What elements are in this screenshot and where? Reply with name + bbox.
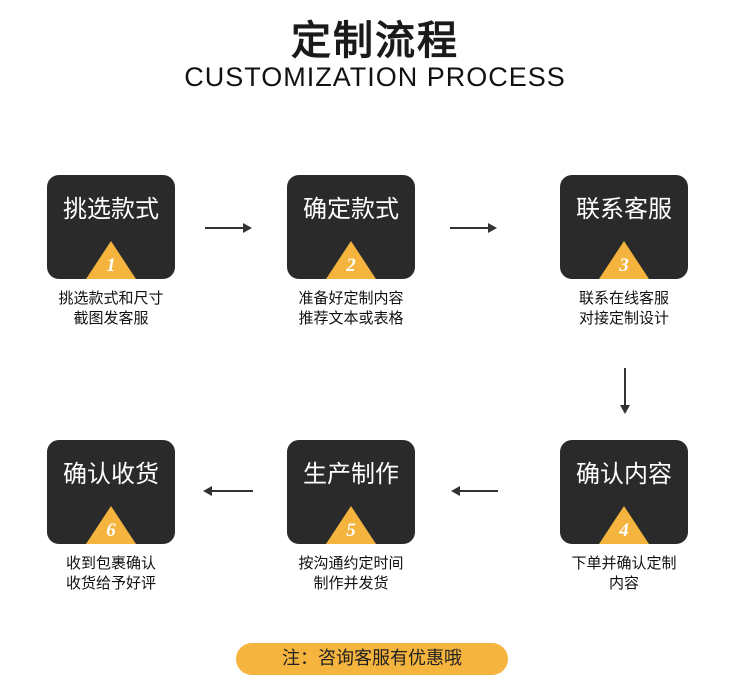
arrow-left-icon <box>203 486 253 496</box>
arrow-down-icon <box>620 368 630 414</box>
step-number: 6 <box>106 520 116 541</box>
step-description: 联系在线客服 对接定制设计 <box>539 288 709 328</box>
step-description: 准备好定制内容 推荐文本或表格 <box>266 288 436 328</box>
step-number: 4 <box>619 520 629 541</box>
step-card: 挑选款式 1 <box>47 175 175 279</box>
triangle-badge-icon <box>599 506 649 544</box>
step-card: 确定款式 2 <box>287 175 415 279</box>
step-label: 生产制作 <box>303 460 399 488</box>
step-number: 2 <box>346 255 356 276</box>
step-description-line: 下单并确认定制 <box>571 554 677 572</box>
arrow-left-icon <box>451 486 498 496</box>
step-number: 1 <box>106 255 116 276</box>
step-number: 3 <box>619 255 629 276</box>
step-description-line: 制作并发货 <box>313 574 389 592</box>
step-number: 5 <box>346 520 356 541</box>
triangle-badge-icon <box>599 241 649 279</box>
step-description: 收到包裹确认 收货给予好评 <box>26 553 196 593</box>
step-description-line: 内容 <box>608 574 639 592</box>
step-description-line: 联系在线客服 <box>578 289 669 307</box>
step-description-line: 截图发客服 <box>73 309 149 327</box>
step-description-line: 对接定制设计 <box>578 309 669 327</box>
step-label: 联系客服 <box>576 195 672 223</box>
step-6: 确认收货 6 收到包裹确认 收货给予好评 <box>26 440 196 593</box>
step-card: 生产制作 5 <box>287 440 415 544</box>
step-label: 确认收货 <box>63 460 159 488</box>
step-card: 确认收货 6 <box>47 440 175 544</box>
step-1: 挑选款式 1 挑选款式和尺寸 截图发客服 <box>26 175 196 328</box>
step-2: 确定款式 2 准备好定制内容 推荐文本或表格 <box>266 175 436 328</box>
step-description-line: 收到包裹确认 <box>65 554 156 572</box>
page-subtitle: CUSTOMIZATION PROCESS <box>184 62 566 92</box>
step-description-line: 按沟通约定时间 <box>298 554 404 572</box>
arrow-right-icon <box>205 223 252 233</box>
step-description-line: 收货给予好评 <box>65 574 156 592</box>
step-3: 联系客服 3 联系在线客服 对接定制设计 <box>539 175 709 328</box>
step-description-line: 挑选款式和尺寸 <box>58 289 164 307</box>
arrow-right-icon <box>450 223 497 233</box>
step-card: 联系客服 3 <box>560 175 688 279</box>
triangle-badge-icon <box>86 506 136 544</box>
page-title: 定制流程 <box>291 18 459 64</box>
triangle-badge-icon <box>326 241 376 279</box>
step-label: 挑选款式 <box>63 195 159 223</box>
step-description: 按沟通约定时间 制作并发货 <box>266 553 436 593</box>
step-label: 确认内容 <box>576 460 672 488</box>
step-5: 生产制作 5 按沟通约定时间 制作并发货 <box>266 440 436 593</box>
step-card: 确认内容 4 <box>560 440 688 544</box>
discount-note-badge: 注：咨询客服有优惠哦 <box>236 643 508 675</box>
triangle-badge-icon <box>86 241 136 279</box>
step-label: 确定款式 <box>303 195 399 223</box>
step-4: 确认内容 4 下单并确认定制 内容 <box>539 440 709 593</box>
step-description: 下单并确认定制 内容 <box>539 553 709 593</box>
step-description: 挑选款式和尺寸 截图发客服 <box>26 288 196 328</box>
step-description-line: 推荐文本或表格 <box>298 309 404 327</box>
step-description-line: 准备好定制内容 <box>298 289 404 307</box>
triangle-badge-icon <box>326 506 376 544</box>
